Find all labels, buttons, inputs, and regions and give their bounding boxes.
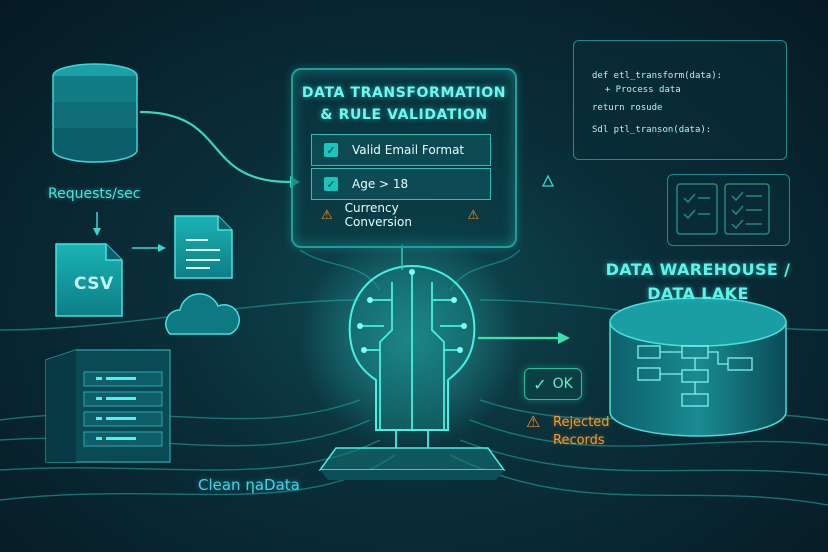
rule-panel-title: DATA TRANSFORMATION & RULE VALIDATION [293, 82, 515, 126]
warehouse-label-line2: DATA LAKE [647, 284, 749, 303]
clean-data-label: Clean ηaData [198, 476, 300, 494]
rule-item-age: ✓ Age > 18 [311, 168, 491, 200]
rule-validation-panel: DATA TRANSFORMATION & RULE VALIDATION ✓ … [291, 68, 517, 248]
flow-arrow [139, 110, 291, 184]
server-icon [45, 349, 171, 463]
checklist-panel [667, 174, 790, 246]
warehouse-icon [609, 297, 787, 437]
warning-icon: ⚠ [467, 207, 479, 223]
csv-label: CSV [74, 274, 114, 294]
warning-icon: ⚠ [526, 412, 541, 431]
small-indicator-icon [541, 174, 555, 187]
rule-panel-title-line1: DATA TRANSFORMATION [301, 85, 507, 101]
code-line: def etl_transform(data): [592, 71, 723, 81]
rejected-line1: Rejected [553, 415, 610, 430]
code-line: return rosude [592, 103, 663, 113]
warehouse-label: DATA WAREHOUSE / DATA LAKE [598, 258, 798, 306]
check-icon: ✓ [533, 374, 547, 394]
rule-panel-title-line2: & RULE VALIDATION [320, 107, 488, 123]
ok-label: OK [552, 376, 573, 392]
ai-brain-icon [318, 264, 506, 480]
warning-icon: ⚠ [321, 207, 333, 223]
code-line: + Process data [594, 85, 681, 95]
rule-item-currency: ⚠ Currency Conversion ⚠ [311, 201, 491, 229]
cloud-icon [165, 293, 240, 335]
document-icon [174, 215, 233, 279]
ok-badge: ✓ OK [524, 368, 582, 400]
rule-label: Valid Email Format [352, 143, 465, 157]
brain-glow [300, 230, 520, 450]
code-panel: def etl_transform(data): + Process data … [573, 40, 787, 160]
check-icon: ✓ [324, 177, 338, 191]
warehouse-label-line1: DATA WAREHOUSE / [605, 260, 791, 279]
check-icon: ✓ [324, 143, 338, 157]
rule-label: Currency Conversion [344, 201, 412, 229]
rejected-records-label: Rejected Records [553, 414, 610, 450]
rule-label: Age > 18 [352, 177, 409, 191]
csv-file-icon [55, 243, 123, 317]
code-line: Sdl ptl_transon(data): [592, 125, 712, 135]
right-arrow-head [158, 244, 166, 252]
flow-arrow-right-head [558, 332, 570, 344]
requests-label: Requests/sec [48, 186, 141, 202]
rejected-line2: Records [553, 433, 605, 448]
down-arrow-head [93, 228, 101, 236]
database-icon [52, 63, 138, 163]
rule-item-valid-email: ✓ Valid Email Format [311, 134, 491, 166]
